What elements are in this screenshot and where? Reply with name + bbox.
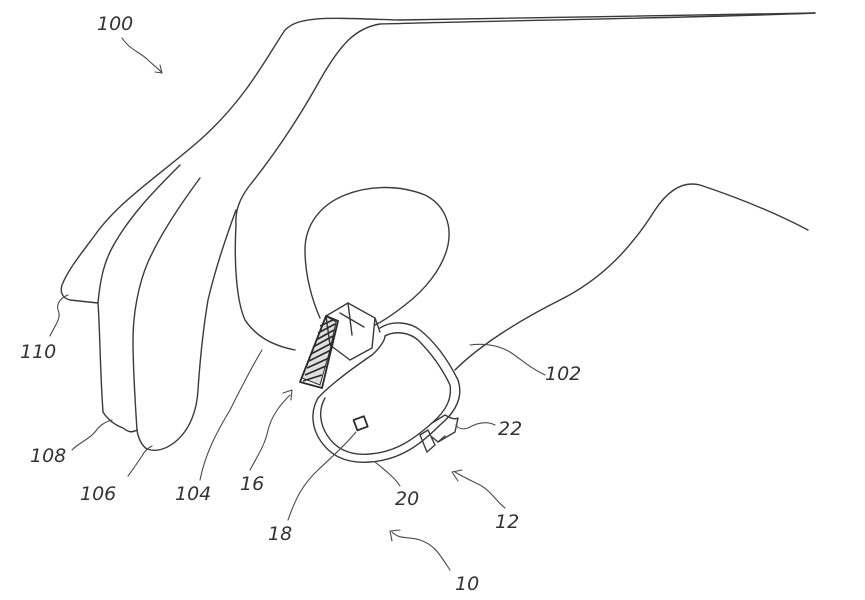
label-104: 104 (175, 483, 211, 505)
reference-labels: 100 110 108 106 104 16 18 20 12 22 102 1… (20, 13, 581, 595)
label-110: 110 (20, 341, 56, 363)
label-16: 16 (240, 473, 264, 495)
device-housing (312, 302, 461, 463)
label-12: 12 (495, 511, 519, 533)
strap-16 (299, 315, 339, 389)
thumb (304, 186, 450, 326)
hand-outline (60, 12, 816, 451)
label-108: 108 (30, 445, 66, 467)
label-18: 18 (268, 523, 292, 545)
label-106: 106 (80, 483, 116, 505)
label-10: 10 (455, 573, 479, 595)
label-22: 22 (498, 418, 522, 440)
label-102: 102 (545, 363, 581, 385)
label-20: 20 (395, 488, 419, 510)
leader-lines (49, 37, 546, 571)
label-100: 100 (97, 13, 133, 35)
